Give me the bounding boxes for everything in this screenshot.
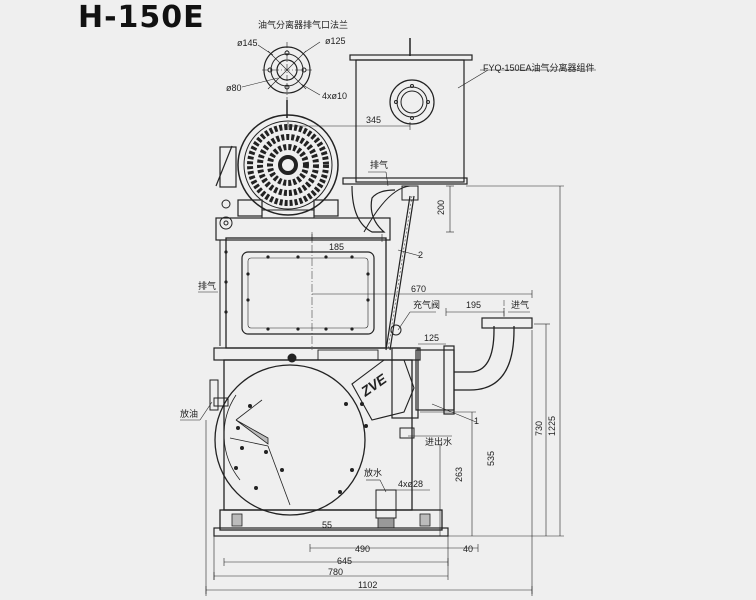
exhaust-elbow: [351, 185, 419, 351]
exhaust-left-label: 排气: [198, 281, 217, 291]
dim-55: 55: [322, 520, 333, 530]
flange-title: 油气分离器排气口法兰: [258, 20, 349, 30]
flange-holes-label: 4xø10: [322, 91, 348, 101]
dim-1102: 1102: [358, 580, 378, 590]
dim-200: 200: [436, 199, 446, 215]
model-title: H-150E: [78, 0, 205, 35]
dimension-lines: [180, 122, 564, 596]
oil-drain-label: 放油: [180, 409, 199, 419]
dim-195: 195: [466, 300, 482, 310]
dim-645: 645: [337, 556, 353, 566]
dim-125: 125: [424, 333, 440, 343]
upper-tank: [215, 217, 391, 350]
dim-730: 730: [534, 420, 544, 436]
intake-pipe: [415, 300, 533, 415]
dim-1225: 1225: [547, 415, 557, 436]
tank-bolts: [224, 250, 370, 331]
dim-263: 263: [454, 466, 464, 482]
intake-label: 进气: [511, 300, 530, 310]
dim-345: 345: [366, 115, 382, 125]
rotor-housing: [214, 364, 366, 516]
dim-535: 535: [486, 450, 496, 466]
separator-label: FYQ-150EA油气分离器组件: [483, 63, 595, 73]
pump-body: [209, 324, 421, 529]
dim-185: 185: [329, 242, 345, 252]
flange-d145-label: ø145: [237, 38, 258, 48]
charge-valve-label: 充气阀: [413, 300, 441, 310]
callout-1: 1: [474, 416, 480, 426]
water-in-label: 进出水: [425, 437, 453, 447]
separator-assembly: [342, 38, 596, 185]
dim-780: 780: [328, 567, 344, 577]
callout-2: 2: [418, 250, 424, 260]
dim-670: 670: [411, 284, 427, 294]
motor: [215, 100, 339, 230]
dim-40: 40: [463, 544, 474, 554]
bolt-holes-label: 4xø28: [398, 479, 424, 489]
water-drain-label: 放水: [364, 468, 383, 478]
dim-490: 490: [355, 544, 371, 554]
flange-detail: [241, 41, 321, 100]
flange-d80-label: ø80: [226, 83, 242, 93]
flange-d125-label: ø125: [325, 36, 346, 46]
base-frame: [213, 509, 449, 537]
exhaust-top-label: 排气: [370, 160, 389, 170]
